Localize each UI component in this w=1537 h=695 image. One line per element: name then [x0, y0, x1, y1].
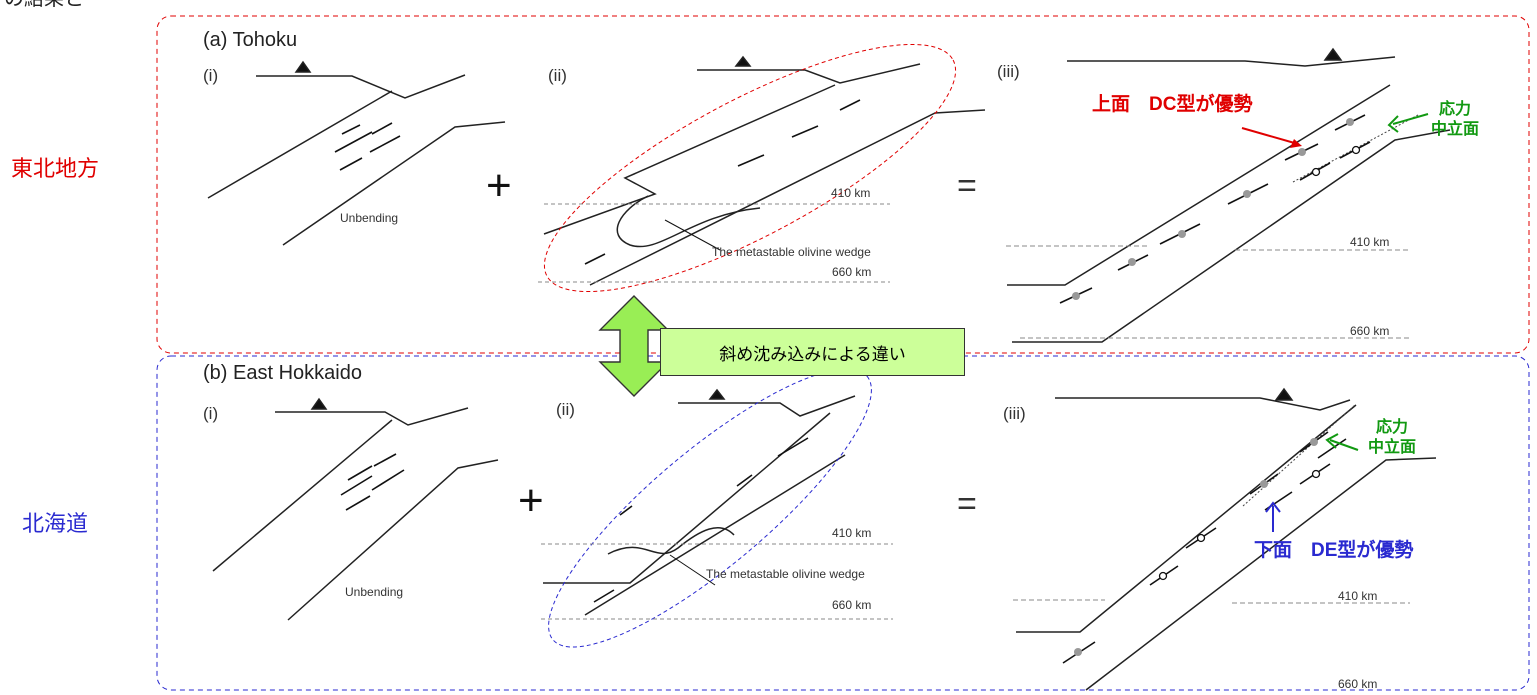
panel-b-unbending: Unbending: [345, 585, 404, 599]
panel-a-sub-ii: (ii): [548, 66, 567, 85]
lower-plane-label: 下面 DE型が優勢: [1254, 540, 1414, 561]
panel-a-wedge: The metastable olivine wedge: [712, 245, 871, 259]
plus-operator-b: +: [518, 476, 544, 525]
upper-plane-pointer: [1241, 127, 1299, 145]
wedge-ellipse-a: [543, 43, 957, 293]
slab-b-i: [212, 397, 499, 621]
panel-a-sub-i: (i): [203, 66, 219, 85]
event-dot: [1298, 148, 1306, 156]
event-dot: [1178, 230, 1186, 238]
neutral-pointer-b: [1329, 439, 1359, 451]
neutral-plane-label-b: 応力中立面: [1367, 419, 1416, 456]
panel-a-ii-660: 660 km: [832, 265, 872, 279]
slab-a-i: [207, 60, 506, 246]
panel-b-sub-iii: (iii): [1003, 404, 1026, 423]
header-fragment: の結果と: [4, 0, 84, 9]
neutral-pointer-a: [1392, 113, 1429, 125]
tohoku-frame: [156, 15, 1530, 354]
oblique-subduction-callout: 斜め沈み込みによる違い: [660, 328, 965, 376]
slab-a-iii: [1007, 47, 1451, 343]
panel-a-title: (a) Tohoku: [203, 29, 298, 51]
panel-b-wedge: The metastable olivine wedge: [706, 567, 865, 581]
depth-lines-a-ii: [538, 203, 890, 283]
wedge-ellipse-b: [548, 368, 872, 648]
panel-b-iii-660: 660 km: [1338, 677, 1378, 691]
panel-b-iii-410: 410 km: [1338, 589, 1378, 603]
hokkaido-frame: [156, 355, 1530, 691]
panel-b-sub-ii: (ii): [556, 400, 575, 419]
stress-arrows-a-i: [334, 122, 401, 171]
slab-b-ii: [543, 388, 856, 616]
neutral-plane-label-a: 応力中立面: [1430, 101, 1479, 138]
panel-b-ii-410: 410 km: [832, 526, 872, 540]
region-hokkaido: 北海道: [22, 511, 89, 536]
stress-arrows-a-ii: [584, 99, 861, 265]
panel-a-ii-410: 410 km: [831, 186, 871, 200]
panel-a-iii-410: 410 km: [1350, 235, 1390, 249]
event-dot: [1072, 292, 1080, 300]
upper-plane-label: 上面 DC型が優勢: [1092, 94, 1253, 115]
stress-arrows-b-i: [340, 453, 405, 511]
panel-a-unbending: Unbending: [340, 211, 399, 225]
panel-b-ii-660: 660 km: [832, 598, 872, 612]
plus-operator-a: +: [486, 161, 512, 210]
region-tohoku: 東北地方: [11, 156, 100, 181]
event-dot: [1346, 118, 1354, 126]
event-dot: [1243, 190, 1251, 198]
slab-a-ii: [543, 55, 986, 286]
stress-arrows-b-ii: [593, 437, 809, 603]
equals-operator-b: =: [957, 485, 977, 523]
panel-a-sub-iii: (iii): [997, 62, 1020, 81]
double-arrow: [598, 295, 670, 397]
stress-arrows-a-iii: [1059, 114, 1371, 304]
panel-a-iii-660: 660 km: [1350, 324, 1390, 338]
equals-operator-a: =: [957, 167, 977, 205]
event-dot: [1128, 258, 1136, 266]
panel-b-sub-i: (i): [203, 404, 219, 423]
panel-b-title: (b) East Hokkaido: [203, 362, 362, 384]
